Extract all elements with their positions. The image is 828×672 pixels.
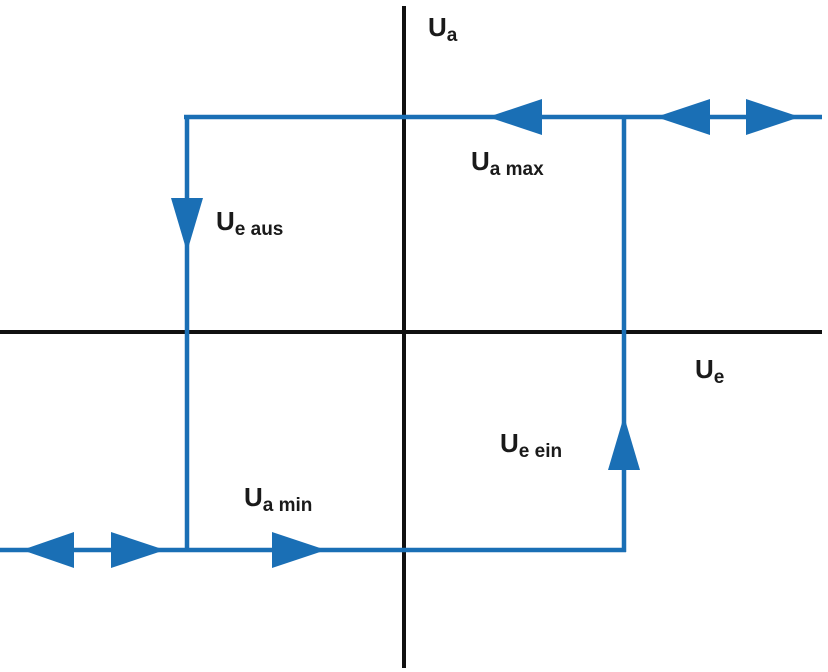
ue-ein-label: Ue ein	[500, 428, 562, 462]
arrow-right-icon	[746, 99, 800, 135]
arrow-left-icon	[656, 99, 710, 135]
ue-aus-label: Ue aus	[216, 206, 283, 240]
arrow-right-icon	[272, 532, 326, 568]
arrow-up-icon	[608, 416, 640, 470]
arrow-down-icon	[171, 198, 203, 252]
ua-max-label: Ua max	[471, 146, 544, 180]
arrow-right-icon	[111, 532, 165, 568]
ua-min-label: Ua min	[244, 482, 312, 516]
y-axis-label: Ua	[428, 12, 458, 46]
arrow-left-icon	[488, 99, 542, 135]
arrow-left-icon	[22, 532, 74, 568]
x-axis-label: Ue	[695, 354, 724, 388]
